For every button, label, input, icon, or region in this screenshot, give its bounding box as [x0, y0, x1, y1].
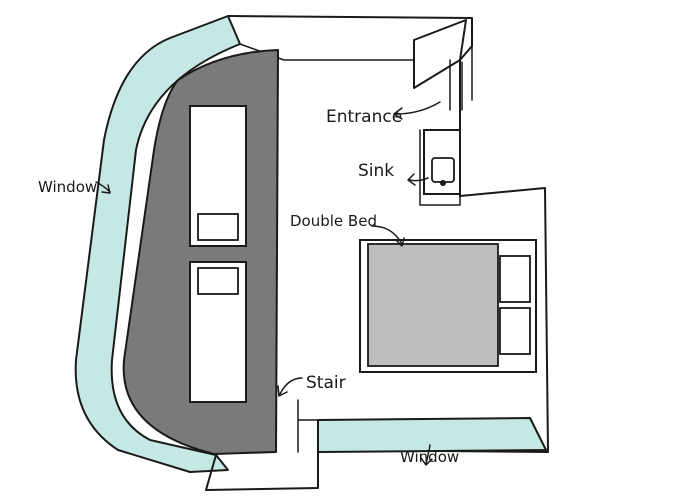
label-window-bottom: Window: [400, 448, 459, 466]
label-double-bed: Double Bed: [290, 212, 377, 230]
label-entrance: Entrance: [326, 107, 402, 127]
double-bed-pillow-top: [499, 255, 531, 303]
sink-basin: [431, 157, 455, 183]
label-window-left: Window: [38, 178, 97, 196]
window-bottom-glass: [317, 417, 547, 453]
wall-bottom-inner: [297, 399, 319, 453]
outer-wall: [205, 15, 549, 491]
bunk-pillow-upper: [197, 213, 239, 241]
label-stair: Stair: [306, 373, 346, 393]
arrow-entrance: [393, 101, 441, 120]
arrow-double-bed: [371, 225, 405, 247]
double-bed-pillow-bottom: [499, 307, 531, 355]
double-bed-mattress: [367, 243, 499, 367]
bunk-pillow-lower: [197, 267, 239, 295]
arrow-stair: [277, 377, 303, 397]
window-left-glass: [74, 15, 241, 473]
entrance-door-jamb: [449, 59, 463, 111]
wall-right-mid: [419, 129, 461, 206]
arrow-sink: [407, 173, 429, 186]
sink-tap-icon: [440, 180, 446, 186]
arrow-window-left: [95, 181, 111, 194]
entrance-door: [413, 19, 467, 89]
label-sink: Sink: [358, 161, 394, 181]
arrow-window-bottom: [420, 444, 433, 466]
